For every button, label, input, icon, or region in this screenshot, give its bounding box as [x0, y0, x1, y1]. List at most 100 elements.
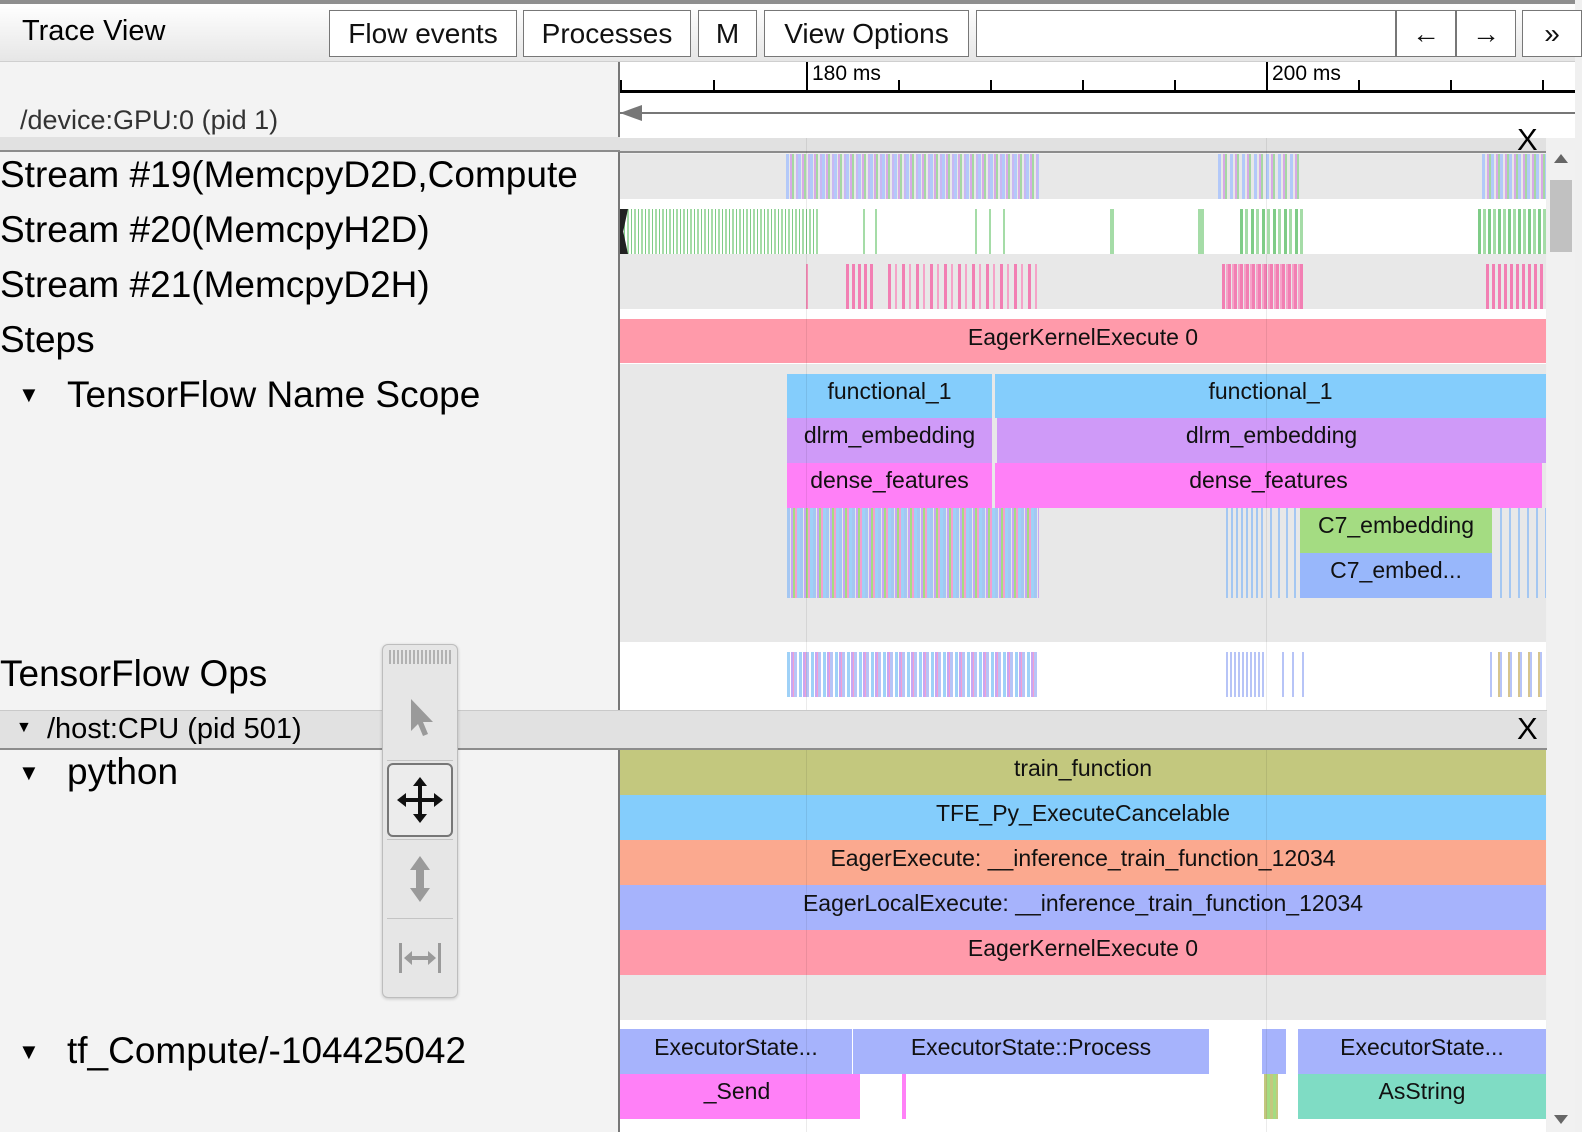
compute-small-events[interactable]: [1264, 1074, 1278, 1119]
pan-mode-button[interactable]: [387, 763, 453, 837]
ruler-minor-tick: [620, 80, 622, 92]
slice-eager-kernel-execute[interactable]: EagerKernelExecute 0: [620, 930, 1546, 975]
search-input[interactable]: [976, 10, 1396, 57]
name-scope-nested-events[interactable]: [787, 508, 1039, 598]
stream20-events[interactable]: [1198, 209, 1204, 254]
slice-dlrm-embedding[interactable]: dlrm_embedding: [997, 418, 1546, 463]
scroll-up-icon[interactable]: [1554, 154, 1568, 163]
find-next-button[interactable]: →: [1456, 10, 1516, 57]
metadata-button[interactable]: M: [698, 10, 757, 57]
ruler-range-line: [620, 112, 1575, 114]
stream21-events[interactable]: [1486, 264, 1546, 309]
track-label-stream21: Stream #21(MemcpyD2H): [0, 264, 430, 305]
vertical-scrollbar[interactable]: [1547, 150, 1575, 1132]
stream19-events[interactable]: [1218, 154, 1302, 199]
track-tf-ops[interactable]: [620, 642, 1546, 710]
tf-ops-events[interactable]: [787, 652, 1039, 697]
stream20-events[interactable]: [1478, 209, 1546, 254]
slice-dense-features[interactable]: dense_features: [995, 463, 1542, 508]
slice-c7-embed[interactable]: C7_embed...: [1300, 553, 1492, 598]
stream20-events[interactable]: [620, 209, 820, 254]
track-label-tf-ops: TensorFlow Ops: [0, 653, 268, 694]
collapse-triangle-icon[interactable]: ▼: [18, 382, 40, 407]
close-process-button[interactable]: X: [1517, 118, 1538, 157]
ruler-minor-tick: [898, 80, 900, 92]
slice-send[interactable]: _Send: [620, 1074, 854, 1119]
selection-mode-button[interactable]: [387, 681, 453, 755]
track-label-python: python: [67, 751, 179, 792]
slice-executor-state[interactable]: ExecutorState...: [1298, 1029, 1546, 1074]
slice-executor-state[interactable]: ExecutorState...: [620, 1029, 852, 1074]
view-options-button[interactable]: View Options: [764, 10, 969, 57]
timing-icon: [399, 943, 441, 973]
slice-eager-execute[interactable]: EagerExecute: __inference_train_function…: [620, 840, 1546, 885]
slice-eager-kernel-execute[interactable]: EagerKernelExecute 0: [620, 319, 1546, 363]
collapse-triangle-icon[interactable]: ▼: [16, 719, 32, 736]
name-scope-nested-events[interactable]: [1226, 508, 1266, 598]
collapse-triangle-icon[interactable]: ▼: [18, 1039, 40, 1064]
slice-asstring[interactable]: AsString: [1298, 1074, 1546, 1119]
slice-dlrm-embedding[interactable]: dlrm_embedding: [787, 418, 992, 463]
overflow-button[interactable]: »: [1522, 10, 1582, 57]
processes-button[interactable]: Processes: [523, 10, 691, 57]
ruler-minor-tick: [1082, 80, 1084, 92]
track-tf-name-scope[interactable]: functional_1 functional_1 dlrm_embedding…: [620, 364, 1546, 642]
selection-icon: [411, 699, 433, 736]
flow-events-button[interactable]: Flow events: [329, 10, 517, 57]
track-stream19[interactable]: [620, 154, 1546, 199]
stream20-events[interactable]: [975, 209, 1015, 254]
stream20-events[interactable]: [863, 209, 885, 254]
stream19-events[interactable]: [1482, 154, 1546, 199]
slice-tfe-py-execute-cancelable[interactable]: TFE_Py_ExecuteCancelable: [620, 795, 1546, 840]
palette-divider: [387, 760, 453, 761]
mouse-mode-selector[interactable]: [382, 644, 458, 998]
name-scope-nested-events[interactable]: [1270, 508, 1302, 598]
grid-line: [1266, 138, 1267, 1132]
tf-ops-events[interactable]: [1282, 652, 1304, 697]
track-steps[interactable]: EagerKernelExecute 0: [620, 309, 1546, 364]
time-ruler[interactable]: 180 ms 200 ms: [620, 62, 1575, 138]
drag-handle-icon[interactable]: [389, 650, 451, 664]
stream21-events[interactable]: [806, 264, 808, 309]
scroll-thumb[interactable]: [1550, 180, 1572, 252]
device-process-header: [620, 138, 1546, 153]
slice-dense-features[interactable]: dense_features: [787, 463, 992, 508]
stream21-events[interactable]: [846, 264, 876, 309]
track-label-tf-name-scope: TensorFlow Name Scope: [67, 374, 481, 415]
track-stream21[interactable]: [620, 254, 1546, 309]
name-scope-nested-events[interactable]: [1500, 508, 1546, 598]
scroll-down-icon[interactable]: [1554, 1115, 1568, 1124]
zoom-mode-button[interactable]: [387, 842, 453, 916]
palette-divider: [387, 839, 453, 840]
track-label-stream19: Stream #19(MemcpyD2D,Compute: [0, 154, 578, 195]
stream20-events[interactable]: [1240, 209, 1306, 254]
host-process-header[interactable]: ▼ /host:CPU (pid 501) X: [0, 710, 1547, 750]
stream20-events[interactable]: [1110, 209, 1114, 254]
stream19-events[interactable]: [786, 154, 1039, 199]
slice-executor-state-process[interactable]: ExecutorState::Process: [853, 1029, 1209, 1074]
find-previous-button[interactable]: ←: [1396, 10, 1456, 57]
track-area[interactable]: EagerKernelExecute 0 functional_1 functi…: [620, 138, 1546, 1132]
ruler-tick-label: 200 ms: [1272, 62, 1341, 85]
ruler-minor-tick: [1358, 80, 1360, 92]
stream21-events[interactable]: [888, 264, 1038, 309]
slice-functional[interactable]: functional_1: [995, 374, 1546, 418]
slice-send-small[interactable]: [902, 1074, 906, 1119]
tf-ops-events[interactable]: [1490, 652, 1546, 697]
timing-mode-button[interactable]: [387, 921, 453, 995]
slice-eager-local-execute[interactable]: EagerLocalExecute: __inference_train_fun…: [620, 885, 1546, 930]
close-process-button[interactable]: X: [1517, 711, 1538, 746]
tf-ops-events[interactable]: [1226, 652, 1266, 697]
track-tf-compute[interactable]: ExecutorState... ExecutorState::Process …: [620, 1020, 1546, 1132]
slice-c7-embedding[interactable]: C7_embedding: [1300, 508, 1492, 553]
slice-functional[interactable]: functional_1: [787, 374, 992, 418]
track-stream20[interactable]: [620, 199, 1546, 254]
slice-executor-state-small[interactable]: [1262, 1029, 1286, 1074]
track-python[interactable]: train_function TFE_Py_ExecuteCancelable …: [620, 750, 1546, 1020]
slice-train-function[interactable]: train_function: [620, 750, 1546, 795]
track-label-stream20: Stream #20(MemcpyH2D): [0, 209, 430, 250]
collapse-triangle-icon[interactable]: ▼: [18, 760, 40, 785]
stream21-events[interactable]: [1222, 264, 1304, 309]
slice-send-small[interactable]: [854, 1074, 860, 1119]
grid-line: [806, 138, 807, 1132]
